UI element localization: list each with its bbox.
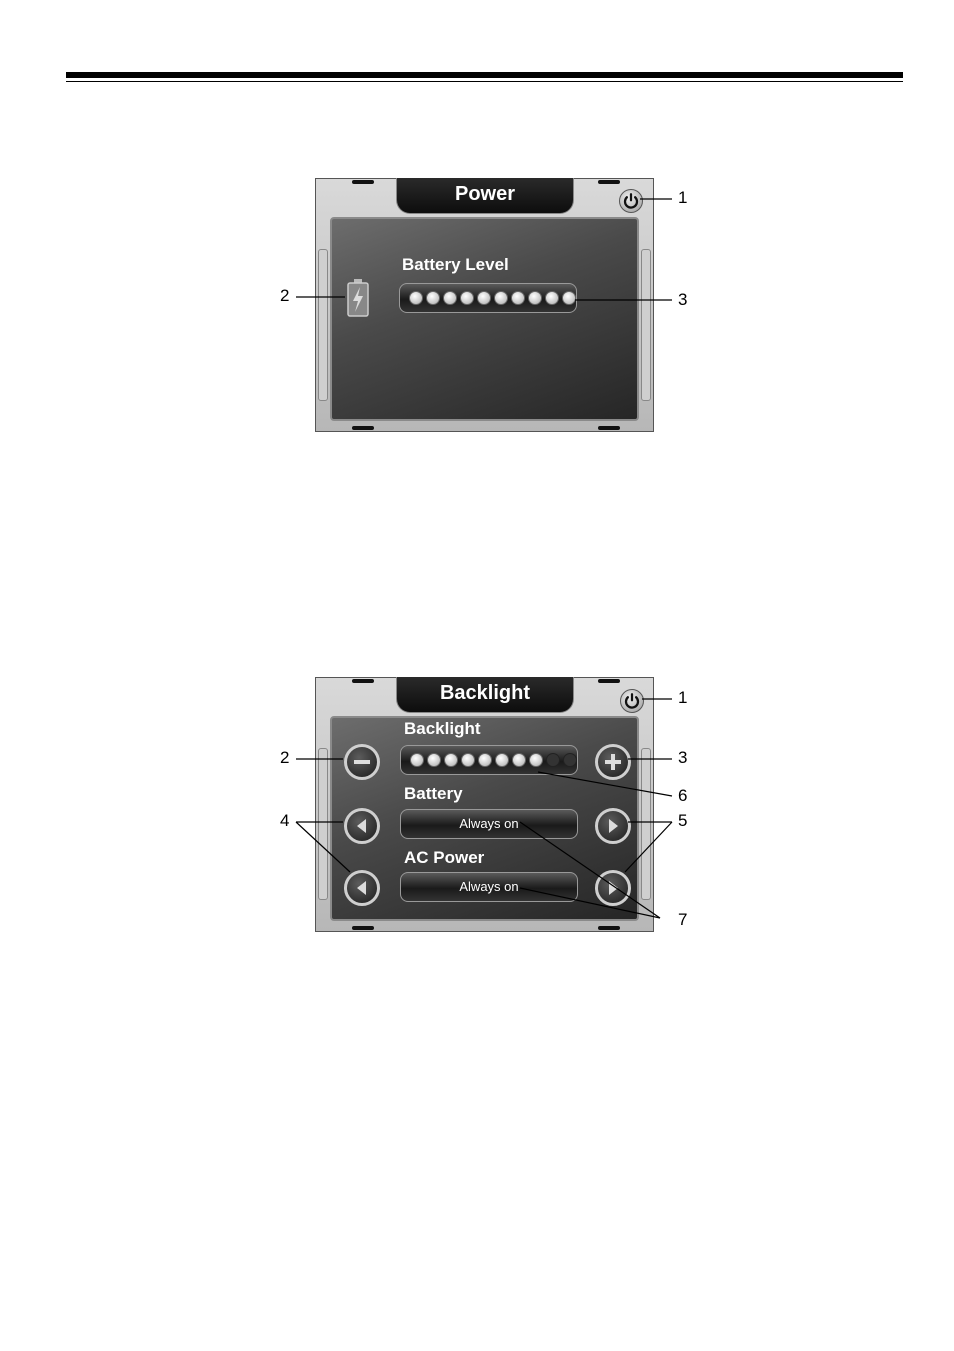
level-dot bbox=[512, 753, 526, 767]
battery-left-button[interactable] bbox=[344, 808, 380, 844]
level-dot bbox=[563, 753, 577, 767]
level-dot bbox=[426, 291, 440, 305]
level-dot bbox=[495, 753, 509, 767]
level-dot bbox=[511, 291, 525, 305]
level-dot bbox=[494, 291, 508, 305]
power-icon[interactable] bbox=[620, 689, 644, 713]
right-arrow-icon bbox=[601, 814, 625, 838]
plus-button[interactable] bbox=[595, 744, 631, 780]
minus-button[interactable] bbox=[344, 744, 380, 780]
level-dot bbox=[443, 291, 457, 305]
level-dot bbox=[461, 753, 475, 767]
minus-icon bbox=[350, 750, 374, 774]
left-arrow-icon bbox=[350, 876, 374, 900]
callout-5: 5 bbox=[678, 811, 687, 831]
callout-2: 2 bbox=[280, 286, 289, 306]
level-dot bbox=[529, 753, 543, 767]
callout-3: 3 bbox=[678, 290, 687, 310]
level-dot bbox=[409, 291, 423, 305]
callout-2: 2 bbox=[280, 748, 289, 768]
header-rule-thin bbox=[66, 81, 903, 82]
level-dot bbox=[546, 753, 560, 767]
screen-title: Backlight bbox=[396, 682, 574, 705]
callout-1: 1 bbox=[678, 188, 687, 208]
callout-3: 3 bbox=[678, 748, 687, 768]
level-dot bbox=[427, 753, 441, 767]
level-dot bbox=[478, 753, 492, 767]
ac-power-value: Always on bbox=[400, 872, 578, 902]
power-icon[interactable] bbox=[619, 189, 643, 213]
power-screen: Power Battery Level bbox=[315, 178, 654, 432]
callout-6: 6 bbox=[678, 786, 687, 806]
battery-icon bbox=[347, 279, 369, 317]
header-rule bbox=[66, 72, 903, 78]
level-dot bbox=[477, 291, 491, 305]
callout-7: 7 bbox=[678, 910, 687, 930]
level-dot bbox=[444, 753, 458, 767]
right-arrow-icon bbox=[601, 876, 625, 900]
battery-level-label: Battery Level bbox=[402, 255, 509, 275]
level-dot bbox=[460, 291, 474, 305]
battery-label: Battery bbox=[404, 784, 463, 804]
callout-1: 1 bbox=[678, 688, 687, 708]
screen-title: Power bbox=[396, 183, 574, 206]
battery-right-button[interactable] bbox=[595, 808, 631, 844]
callout-4: 4 bbox=[280, 811, 289, 831]
ac-right-button[interactable] bbox=[595, 870, 631, 906]
backlight-screen: Backlight Backlight Battery Always on AC… bbox=[315, 677, 654, 932]
ac-power-label: AC Power bbox=[404, 848, 484, 868]
battery-level-bar bbox=[399, 283, 577, 313]
left-arrow-icon bbox=[350, 814, 374, 838]
level-dot bbox=[545, 291, 559, 305]
content-panel bbox=[330, 217, 639, 421]
level-dot bbox=[410, 753, 424, 767]
level-dot bbox=[562, 291, 576, 305]
level-dot bbox=[528, 291, 542, 305]
backlight-label: Backlight bbox=[404, 719, 481, 739]
battery-value: Always on bbox=[400, 809, 578, 839]
plus-icon bbox=[601, 750, 625, 774]
ac-left-button[interactable] bbox=[344, 870, 380, 906]
backlight-level-bar bbox=[400, 745, 578, 775]
